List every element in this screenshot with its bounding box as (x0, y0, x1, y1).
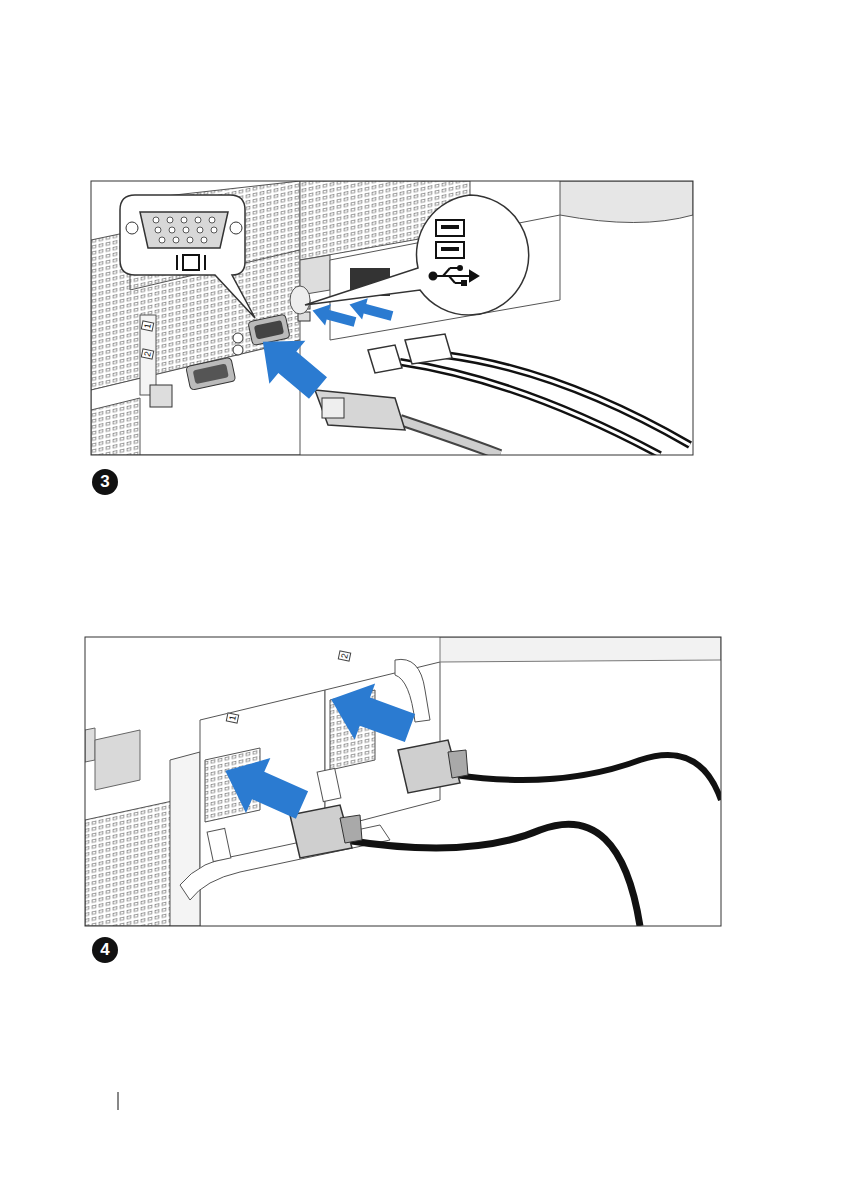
rear-panel-power (85, 637, 721, 926)
step-number: 3 (92, 469, 118, 495)
step-number: 4 (92, 937, 118, 963)
rear-panel-video-usb (91, 181, 693, 455)
